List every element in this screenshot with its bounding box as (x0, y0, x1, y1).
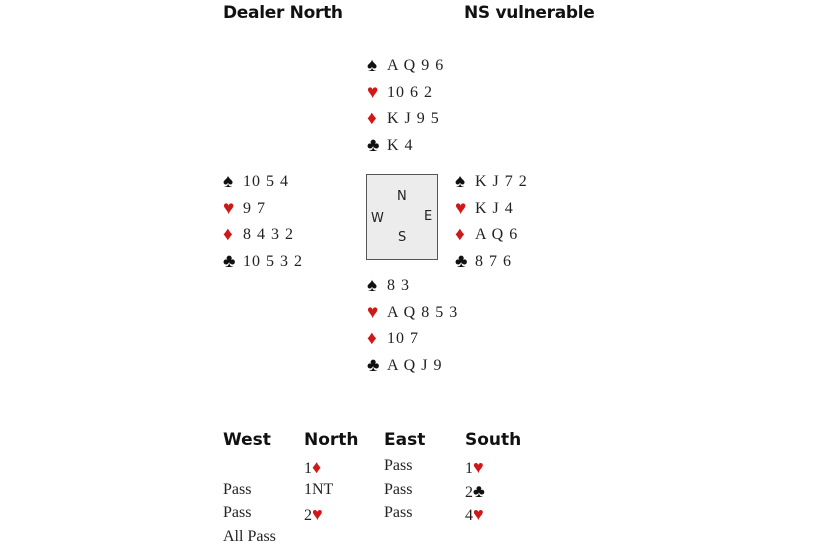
bid-suit-icon: ♥ (473, 504, 484, 525)
south-hearts-cards: A Q 8 5 3 (387, 303, 459, 321)
south-hand: ♠ 8 3 ♥ A Q 8 5 3 ♦ 10 7 ♣ A Q J 9 (367, 273, 458, 379)
west-diamonds-cards: 8 4 3 2 (243, 226, 294, 243)
auction-bid: Pass (384, 457, 412, 475)
club-suit-icon: ♣ (223, 250, 236, 272)
compass-north: N (397, 189, 407, 204)
bid-text: 2 (465, 483, 473, 501)
heart-suit-icon: ♥ (455, 197, 467, 219)
west-hearts-row: ♥ 9 7 (223, 196, 303, 223)
auction-bid: 2♣ (465, 481, 485, 502)
west-clubs-cards: 10 5 3 2 (243, 252, 303, 270)
diamond-suit-icon: ♦ (455, 224, 465, 245)
bid-text: All Pass (223, 528, 276, 546)
bid-text: Pass (384, 480, 413, 498)
west-clubs-row: ♣ 10 5 3 2 (223, 249, 303, 276)
dealer-label: Dealer North (223, 3, 343, 23)
east-spades-row: ♠ K J 7 2 (455, 169, 528, 196)
north-hearts-cards: 10 6 2 (387, 83, 433, 101)
spade-suit-icon: ♠ (455, 171, 466, 192)
north-hand: ♠ A Q 9 6 ♥ 10 6 2 ♦ K J 9 5 ♣ K 4 (367, 53, 444, 159)
auction-bid: 2♥ (304, 504, 323, 525)
north-spades-row: ♠ A Q 9 6 (367, 53, 444, 80)
auction-bid: All Pass (223, 528, 276, 546)
auction-header-east: East (384, 430, 426, 450)
south-clubs-row: ♣ A Q J 9 (367, 353, 458, 380)
east-hearts-cards: K J 4 (475, 199, 514, 217)
bid-text: Pass (223, 504, 252, 522)
west-hearts-cards: 9 7 (243, 199, 266, 217)
vulnerability-label: NS vulnerable (464, 3, 595, 23)
bid-text: 1NT (304, 480, 334, 498)
north-diamonds-cards: K J 9 5 (387, 110, 440, 127)
east-hearts-row: ♥ K J 4 (455, 196, 528, 223)
bid-text: Pass (384, 504, 413, 522)
heart-suit-icon: ♥ (367, 301, 379, 323)
auction-bid: 1♥ (465, 457, 484, 478)
bid-text: 1 (465, 460, 473, 477)
east-spades-cards: K J 7 2 (475, 173, 528, 190)
west-hand: ♠ 10 5 4 ♥ 9 7 ♦ 8 4 3 2 ♣ 10 5 3 2 (223, 169, 303, 275)
bid-suit-icon: ♦ (312, 457, 322, 477)
west-spades-cards: 10 5 4 (243, 173, 289, 190)
spade-suit-icon: ♠ (367, 55, 378, 76)
club-suit-icon: ♣ (367, 354, 380, 376)
bid-suit-icon: ♥ (473, 457, 484, 477)
east-hand: ♠ K J 7 2 ♥ K J 4 ♦ A Q 6 ♣ 8 7 6 (455, 169, 528, 275)
compass-east: E (424, 209, 433, 224)
north-clubs-row: ♣ K 4 (367, 133, 444, 160)
bid-text: Pass (223, 480, 252, 498)
south-spades-cards: 8 3 (387, 277, 410, 294)
auction-bid: Pass (223, 481, 251, 499)
auction-header-north: North (304, 430, 359, 450)
bid-suit-icon: ♣ (473, 480, 485, 501)
compass-box: N E S W (366, 174, 438, 260)
east-diamonds-cards: A Q 6 (475, 226, 519, 243)
auction-bid: 1♦ (304, 457, 321, 478)
north-diamonds-row: ♦ K J 9 5 (367, 106, 444, 133)
north-hearts-row: ♥ 10 6 2 (367, 80, 444, 107)
bid-suit-icon: ♥ (312, 504, 323, 525)
diamond-suit-icon: ♦ (367, 108, 377, 129)
south-spades-row: ♠ 8 3 (367, 273, 458, 300)
heart-suit-icon: ♥ (367, 81, 379, 103)
club-suit-icon: ♣ (367, 134, 380, 156)
east-clubs-cards: 8 7 6 (475, 252, 512, 270)
diamond-suit-icon: ♦ (223, 224, 233, 245)
heart-suit-icon: ♥ (223, 197, 235, 219)
west-diamonds-row: ♦ 8 4 3 2 (223, 222, 303, 249)
south-clubs-cards: A Q J 9 (387, 356, 443, 374)
south-diamonds-cards: 10 7 (387, 330, 419, 347)
compass-west: W (371, 211, 384, 226)
bid-text: 1 (304, 460, 312, 477)
south-diamonds-row: ♦ 10 7 (367, 326, 458, 353)
club-suit-icon: ♣ (455, 250, 468, 272)
south-hearts-row: ♥ A Q 8 5 3 (367, 300, 458, 327)
auction-bid: Pass (223, 504, 251, 522)
bid-text: 4 (465, 507, 473, 525)
auction-bid: 1NT (304, 481, 333, 499)
spade-suit-icon: ♠ (223, 171, 234, 192)
bid-text: 2 (304, 507, 312, 525)
auction-header-south: South (465, 430, 522, 450)
auction-bid: Pass (384, 504, 412, 522)
west-spades-row: ♠ 10 5 4 (223, 169, 303, 196)
compass-south: S (398, 230, 407, 245)
auction-bid: Pass (384, 481, 412, 499)
north-spades-cards: A Q 9 6 (387, 57, 445, 74)
diamond-suit-icon: ♦ (367, 328, 377, 349)
spade-suit-icon: ♠ (367, 275, 378, 296)
north-clubs-cards: K 4 (387, 136, 414, 154)
bid-text: Pass (384, 457, 413, 474)
east-clubs-row: ♣ 8 7 6 (455, 249, 528, 276)
east-diamonds-row: ♦ A Q 6 (455, 222, 528, 249)
auction-header-west: West (223, 430, 271, 450)
auction-bid: 4♥ (465, 504, 484, 525)
